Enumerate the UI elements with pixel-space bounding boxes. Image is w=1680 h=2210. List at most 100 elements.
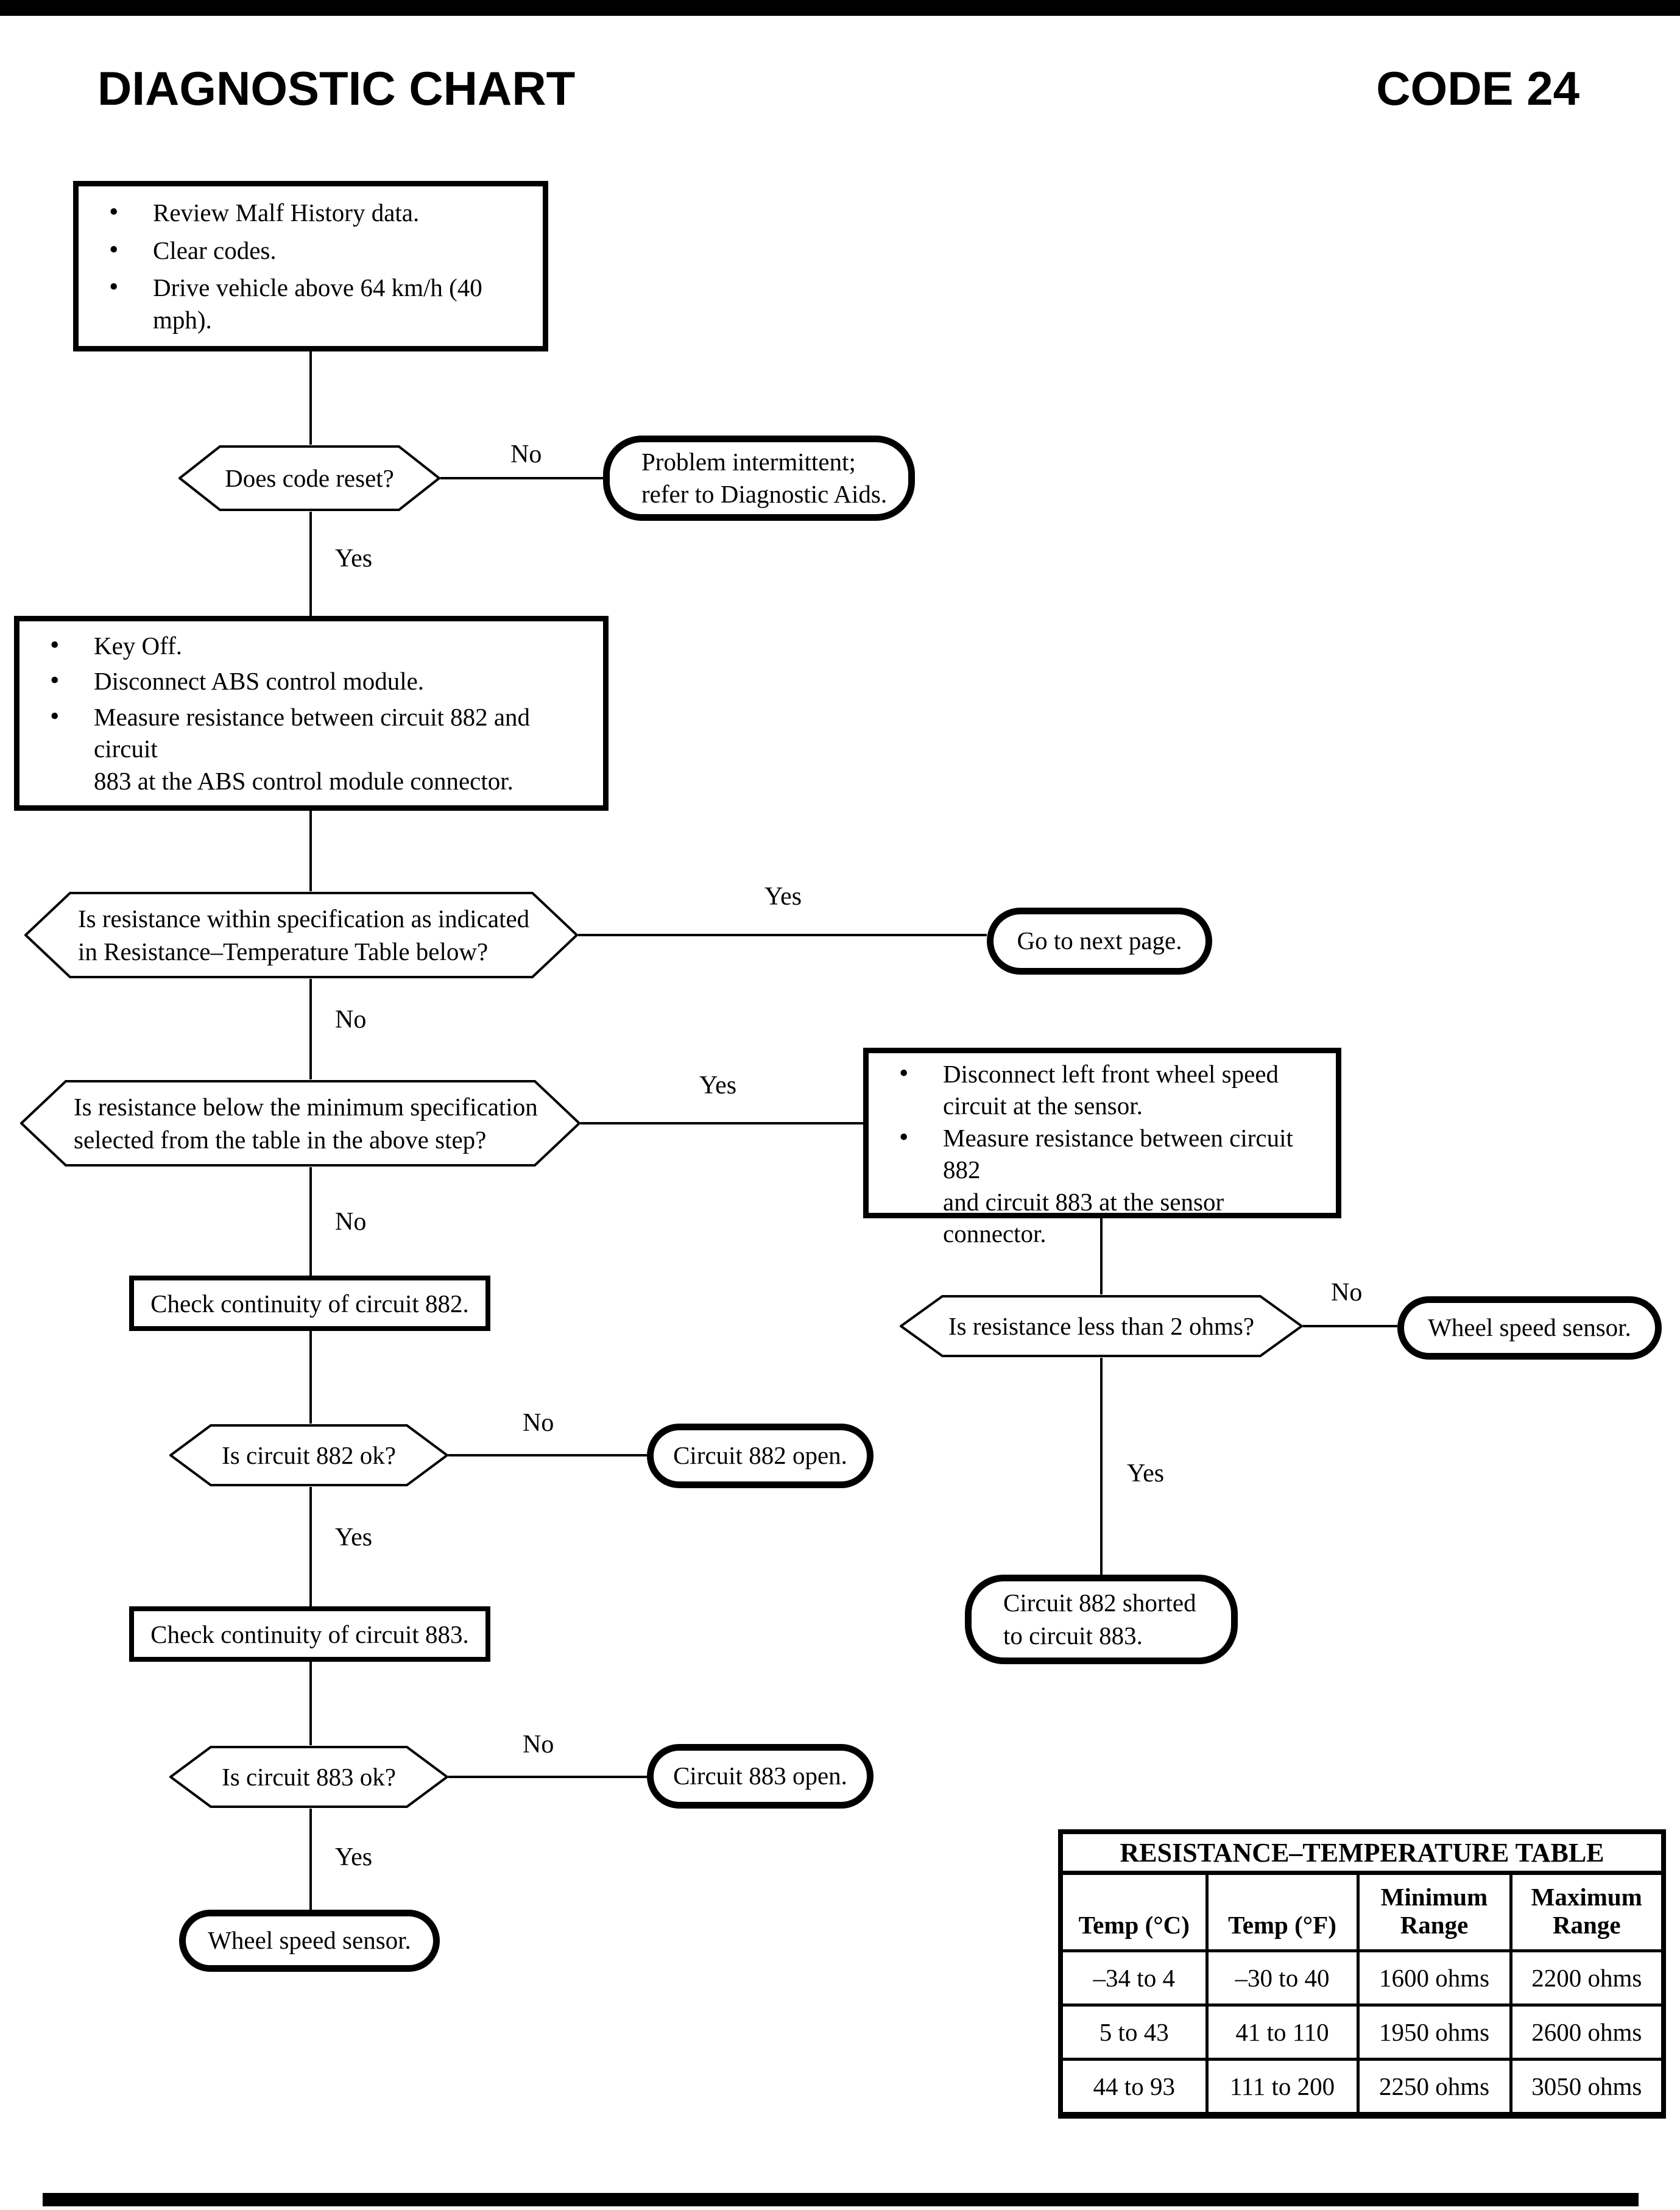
table-cell: 44 to 93: [1059, 2058, 1209, 2117]
list-item: • Measure resistance between circuit 882 …: [50, 701, 592, 797]
column-header: Temp (°C): [1059, 1871, 1209, 1952]
hexagon-shape: [20, 1080, 581, 1167]
table-cell: 5 to 43: [1059, 2003, 1209, 2061]
decision-text: Does code reset?: [225, 464, 394, 492]
bullet-icon: •: [50, 701, 60, 731]
list-item: • Drive vehicle above 64 km/h (40 mph).: [109, 272, 532, 336]
table-row: –34 to 4 –30 to 40 1600 ohms 2200 ohms: [1059, 1949, 1665, 2007]
page-title: DIAGNOSTIC CHART: [97, 62, 576, 115]
decision-text: Is resistance within specification as in…: [78, 904, 530, 966]
connector-line: [309, 512, 312, 616]
connector-line: [309, 979, 312, 1079]
table-cell: 111 to 200: [1205, 2058, 1360, 2117]
hexagon-shape: [178, 445, 440, 511]
list-item: • Review Malf History data.: [109, 197, 532, 228]
table-cell: 2200 ohms: [1509, 1949, 1665, 2007]
bullet-icon: •: [50, 665, 60, 696]
process-box-key-off: • Key Off. • Disconnect ABS control module…: [14, 616, 609, 811]
connector-line: [309, 1809, 312, 1910]
column-header: Temp (°F): [1205, 1871, 1360, 1952]
step-text: Review Malf History data.: [153, 199, 420, 227]
bullet-icon: •: [109, 234, 119, 264]
decision-below-minimum: Is resistance below the minimum specific…: [20, 1079, 581, 1167]
connector-line: [448, 1454, 647, 1456]
column-header: Maximum Range: [1509, 1871, 1665, 1952]
bullet-icon: •: [109, 272, 119, 302]
terminal-wheel-speed-sensor-left: Wheel speed sensor.: [179, 1910, 440, 1972]
bullet-icon: •: [899, 1058, 909, 1088]
table-cell: –34 to 4: [1059, 1949, 1209, 2007]
terminal-883-open: Circuit 883 open.: [647, 1744, 874, 1809]
terminal-882-shorted: Circuit 882 shorted to circuit 883.: [965, 1575, 1238, 1664]
branch-label-yes: Yes: [1127, 1460, 1165, 1488]
code-label: CODE 24: [1376, 62, 1579, 115]
resistance-temperature-table: RESISTANCE–TEMPERATURE TABLE Temp (°C) T…: [1058, 1829, 1666, 2119]
terminal-problem-intermittent: Problem intermittent; refer to Diagnosti…: [603, 436, 915, 521]
terminal-882-open: Circuit 882 open.: [647, 1424, 874, 1488]
branch-label-no: No: [523, 1409, 554, 1437]
branch-label-no: No: [335, 1208, 367, 1236]
connector-line: [309, 1662, 312, 1745]
decision-text: Is resistance below the minimum specific…: [74, 1092, 538, 1154]
connector-line: [309, 811, 312, 891]
branch-label-no: No: [335, 1006, 367, 1034]
process-box-sensor-measure: • Disconnect left front wheel speed circu…: [863, 1048, 1341, 1248]
hexagon-shape: [24, 892, 578, 978]
branch-label-yes: Yes: [335, 545, 373, 573]
list-item: • Measure resistance between circuit 882 …: [899, 1122, 1325, 1250]
bullet-icon: •: [899, 1121, 909, 1152]
hexagon-shape: [900, 1295, 1303, 1357]
column-header: Minimum Range: [1356, 1871, 1512, 1952]
table-cell: 2250 ohms: [1356, 2058, 1512, 2117]
decision-does-code-reset: Does code reset?: [178, 445, 440, 512]
action-box-check-882: Check continuity of circuit 882.: [129, 1276, 490, 1331]
terminal-wheel-speed-sensor-right: Wheel speed sensor.: [1397, 1296, 1662, 1360]
table-cell: 1950 ohms: [1356, 2003, 1512, 2061]
table-cell: 3050 ohms: [1509, 2058, 1665, 2117]
decision-text: Is circuit 883 ok?: [222, 1762, 396, 1791]
decision-882-ok: Is circuit 882 ok?: [169, 1424, 448, 1487]
connector-line: [309, 1167, 312, 1276]
connector-line: [440, 477, 603, 479]
branch-label-yes: Yes: [335, 1523, 373, 1552]
step-text: Drive vehicle above 64 km/h (40 mph).: [153, 274, 482, 334]
connector-line: [1303, 1325, 1397, 1327]
branch-label-yes: Yes: [764, 883, 802, 911]
connector-line: [309, 351, 312, 445]
step-text: Clear codes.: [153, 236, 277, 264]
table-row: 5 to 43 41 to 110 1950 ohms 2600 ohms: [1059, 2003, 1665, 2061]
branch-label-no: No: [510, 440, 542, 468]
connector-line: [1100, 1358, 1103, 1575]
top-rule-bar: [0, 0, 1680, 16]
step-text: Disconnect ABS control module.: [94, 667, 425, 696]
action-box-check-883: Check continuity of circuit 883.: [129, 1606, 490, 1662]
branch-label-no: No: [523, 1731, 554, 1759]
branch-label-no: No: [1331, 1279, 1363, 1307]
process-box-initial-steps: • Review Malf History data. • Clear codes.…: [73, 181, 548, 351]
connector-line: [309, 1331, 312, 1424]
branch-label-yes: Yes: [335, 1843, 373, 1871]
bottom-rule-bar: [43, 2193, 1639, 2206]
branch-label-yes: Yes: [699, 1071, 737, 1100]
table-cell: 2600 ohms: [1509, 2003, 1665, 2061]
hexagon-shape: [169, 1746, 448, 1808]
decision-text: Is circuit 882 ok?: [222, 1441, 396, 1469]
list-item: • Key Off.: [50, 630, 592, 662]
bullet-icon: •: [50, 629, 60, 660]
table-row: 44 to 93 111 to 200 2250 ohms 3050 ohms: [1059, 2058, 1665, 2117]
list-item: • Clear codes.: [109, 235, 532, 266]
step-text: Measure resistance between circuit 882 a…: [943, 1123, 1293, 1248]
list-item: • Disconnect ABS control module.: [50, 665, 592, 697]
table-title: RESISTANCE–TEMPERATURE TABLE: [1059, 1830, 1665, 1875]
step-text: Key Off.: [94, 631, 182, 660]
decision-text: Is resistance less than 2 ohms?: [948, 1312, 1255, 1340]
decision-less-than-2-ohms: Is resistance less than 2 ohms?: [900, 1294, 1303, 1358]
step-text: Measure resistance between circuit 882 a…: [94, 702, 531, 795]
step-text: Disconnect left front wheel speed circui…: [943, 1060, 1279, 1120]
bullet-icon: •: [109, 197, 119, 227]
connector-line: [1100, 1218, 1103, 1294]
decision-883-ok: Is circuit 883 ok?: [169, 1745, 448, 1809]
table-cell: 41 to 110: [1205, 2003, 1360, 2061]
decision-within-spec: Is resistance within specification as in…: [24, 891, 578, 979]
